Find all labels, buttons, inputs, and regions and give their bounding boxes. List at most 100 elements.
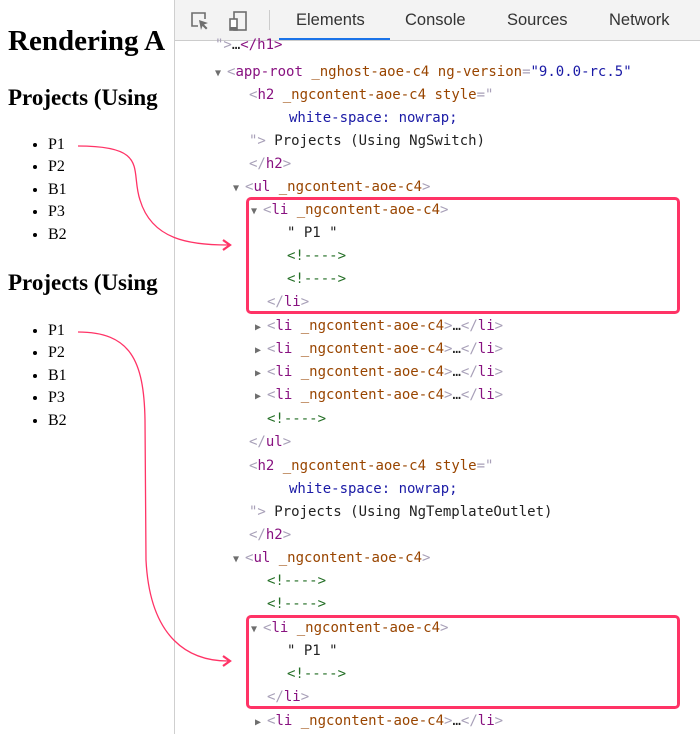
attribute-name: _ngcontent-aoe-c4 <box>300 364 445 380</box>
attribute-name: _ngcontent-aoe-c4 <box>300 713 445 729</box>
attribute-name: _nghost-aoe-c4 <box>311 64 430 80</box>
attribute-name: _ngcontent-aoe-c4 <box>282 458 427 474</box>
list-item: P1 <box>48 134 67 156</box>
attribute-name: _ngcontent-aoe-c4 <box>296 202 441 218</box>
list-item: P3 <box>48 387 67 409</box>
text-node: Projects (Using NgSwitch) <box>265 133 486 149</box>
tag-name: app-root <box>235 64 303 80</box>
project-list-ngswitch: P1 P2 B1 P3 B2 <box>0 134 67 246</box>
list-item: P2 <box>48 156 67 178</box>
attribute-name: style <box>434 87 477 103</box>
list-item: B2 <box>48 410 67 432</box>
list-item: B1 <box>48 365 67 387</box>
expand-triangle-icon[interactable]: ▼ <box>215 68 222 79</box>
comment-text: <!----> <box>287 666 347 682</box>
active-tab-indicator <box>279 38 390 40</box>
h2-text-node[interactable]: "> Projects (Using NgTemplateOutlet) <box>249 504 553 520</box>
section-heading-ngtemplateoutlet: Projects (Using <box>8 270 158 295</box>
collapsed-triangle-icon[interactable]: ▶ <box>255 368 262 379</box>
attribute-name: ng-version <box>437 64 523 80</box>
expand-triangle-icon[interactable]: ▼ <box>233 554 240 565</box>
comment-node[interactable]: <!----> <box>287 663 346 686</box>
page-title: Rendering A <box>8 25 166 57</box>
dom-node-ul-close[interactable]: </ul> <box>249 434 292 450</box>
dom-node-li-p1[interactable]: ▼<li _ngcontent-aoe-c4> <box>251 617 448 640</box>
rendered-page: Rendering A Projects (Using P1 P2 B1 P3 … <box>0 0 174 734</box>
expand-triangle-icon[interactable]: ▼ <box>233 183 240 194</box>
tab-elements[interactable]: Elements <box>296 11 365 29</box>
dom-node-li-close[interactable]: </li> <box>267 689 310 705</box>
dom-node-h2-ngtemplateoutlet[interactable]: <h2 _ngcontent-aoe-c4 style=" <box>249 458 494 474</box>
collapsed-triangle-icon[interactable]: ▶ <box>255 391 262 402</box>
dom-node-li-close[interactable]: </li> <box>267 294 310 310</box>
tab-console[interactable]: Console <box>405 11 466 29</box>
attribute-name: _ngcontent-aoe-c4 <box>300 318 445 334</box>
text-node: " P1 " <box>287 225 338 241</box>
list-item: P1 <box>48 320 67 342</box>
ellipsis: … <box>231 37 241 53</box>
list-item: B2 <box>48 224 67 246</box>
dom-node-h2-close[interactable]: </h2> <box>249 527 292 543</box>
collapsed-triangle-icon[interactable]: ▶ <box>255 322 262 333</box>
attribute-name: style <box>434 458 477 474</box>
text-node: Projects (Using NgTemplateOutlet) <box>265 504 553 520</box>
dom-node-li-collapsed[interactable]: ▶<li _ngcontent-aoe-c4>…</li> <box>255 338 503 361</box>
attribute-name: _ngcontent-aoe-c4 <box>282 87 427 103</box>
list-item: P2 <box>48 342 67 364</box>
attribute-name: _ngcontent-aoe-c4 <box>300 387 445 403</box>
style-value: white-space: nowrap; <box>289 478 458 501</box>
comment-node[interactable]: <!----> <box>267 570 326 593</box>
li-text-node[interactable]: " P1 " <box>287 640 338 663</box>
li-text-node[interactable]: " P1 " <box>287 222 338 245</box>
dom-node-h2-ngswitch[interactable]: <h2 _ngcontent-aoe-c4 style=" <box>249 87 494 103</box>
text-node: " P1 " <box>287 643 338 659</box>
project-list-ngtemplateoutlet: P1 P2 B1 P3 B2 <box>0 320 67 432</box>
quote-text: "> <box>215 37 232 53</box>
attribute-value: white-space: nowrap; <box>289 110 458 126</box>
dom-node-li-collapsed[interactable]: ▶<li _ngcontent-aoe-c4>…</li> <box>255 315 503 338</box>
expand-triangle-icon[interactable]: ▼ <box>251 206 258 217</box>
inspect-element-icon[interactable] <box>189 10 211 32</box>
comment-node[interactable]: <!----> <box>287 268 346 291</box>
attribute-value: "9.0.0-rc.5" <box>530 64 632 80</box>
toolbar-divider <box>269 10 270 30</box>
expand-triangle-icon[interactable]: ▼ <box>251 624 258 635</box>
dom-node-h2-close[interactable]: </h2> <box>249 156 292 172</box>
dom-node-ul-ngswitch[interactable]: ▼<ul _ngcontent-aoe-c4> <box>233 176 430 199</box>
highlight-box-ngswitch-li <box>246 197 680 314</box>
devtools-panel: Elements Console Sources Network ">…</h1… <box>174 0 700 734</box>
attribute-value: white-space: nowrap; <box>289 481 458 497</box>
section-heading-ngswitch: Projects (Using <box>8 85 158 110</box>
comment-text: <!----> <box>287 248 347 264</box>
list-item: B1 <box>48 179 67 201</box>
dom-node-app-root[interactable]: ▼<app-root _nghost-aoe-c4 ng-version="9.… <box>215 61 632 84</box>
dom-node-li-collapsed[interactable]: ▶<li _ngcontent-aoe-c4>…</li> <box>255 384 503 407</box>
collapsed-triangle-icon[interactable]: ▶ <box>255 717 262 728</box>
dom-node-ul-ngtemplateoutlet[interactable]: ▼<ul _ngcontent-aoe-c4> <box>233 547 430 570</box>
ellipsis: … <box>452 364 461 380</box>
list-item: P3 <box>48 201 67 223</box>
tab-sources[interactable]: Sources <box>507 11 568 29</box>
attribute-name: _ngcontent-aoe-c4 <box>278 179 423 195</box>
tab-network[interactable]: Network <box>609 11 670 29</box>
attribute-name: _ngcontent-aoe-c4 <box>278 550 423 566</box>
dom-node-li-collapsed[interactable]: ▶<li _ngcontent-aoe-c4>…</li> <box>255 361 503 384</box>
dom-node-li-collapsed[interactable]: ▶<li _ngcontent-aoe-c4>…</li> <box>255 710 503 733</box>
highlight-box-ngtemplateoutlet-li <box>246 615 680 709</box>
collapsed-triangle-icon[interactable]: ▶ <box>255 345 262 356</box>
ellipsis: … <box>452 341 461 357</box>
comment-node[interactable]: <!----> <box>267 593 326 616</box>
devtools-toolbar: Elements Console Sources Network <box>175 0 700 41</box>
comment-text: <!----> <box>267 573 327 589</box>
ellipsis: … <box>452 387 461 403</box>
attribute-name: _ngcontent-aoe-c4 <box>296 620 441 636</box>
h2-text-node[interactable]: "> Projects (Using NgSwitch) <box>249 133 486 149</box>
comment-node[interactable]: <!----> <box>267 408 326 431</box>
style-value: white-space: nowrap; <box>289 107 458 130</box>
comment-node[interactable]: <!----> <box>287 245 346 268</box>
dom-node-li-p1[interactable]: ▼<li _ngcontent-aoe-c4> <box>251 199 448 222</box>
tag-name: </h1> <box>240 37 283 53</box>
ellipsis: … <box>452 318 461 334</box>
dom-node-h1-close[interactable]: ">…</h1> <box>215 34 282 57</box>
device-toolbar-icon[interactable] <box>227 10 249 32</box>
